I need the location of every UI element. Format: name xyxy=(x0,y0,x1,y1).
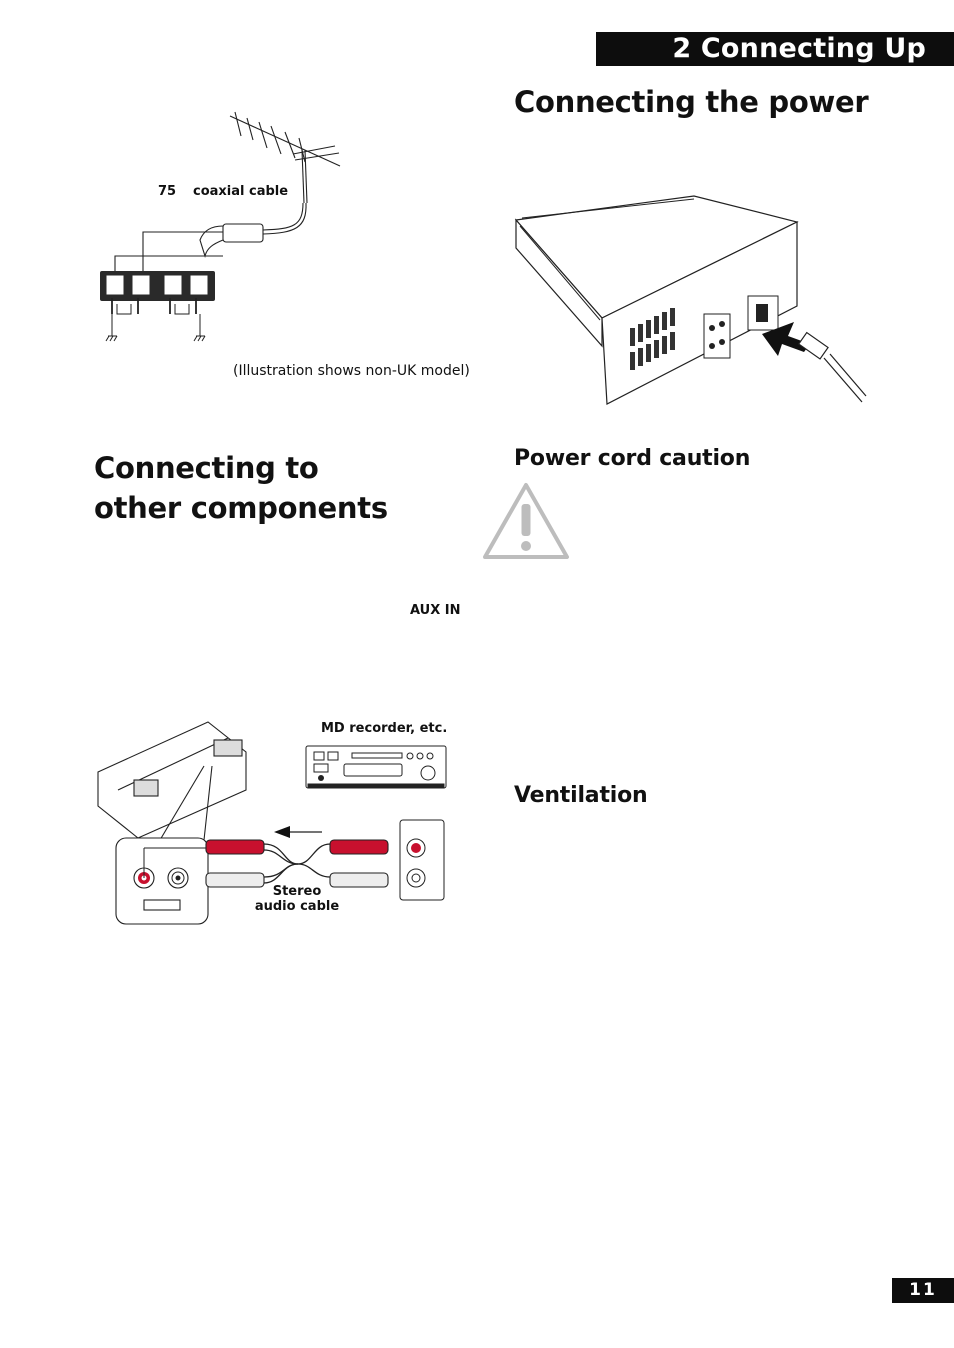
antenna-diagram xyxy=(100,111,341,342)
power-connection-diagram xyxy=(514,195,867,405)
impedance-label: 75 xyxy=(158,184,177,199)
stereo-cable-label-line2: audio cable xyxy=(254,899,340,914)
heading-connecting-power: Connecting the power xyxy=(514,85,869,119)
chapter-title-bar: 2 Connecting Up xyxy=(596,32,954,66)
heading-ventilation: Ventilation xyxy=(514,783,648,808)
heading-connecting-components: Connecting to other components xyxy=(94,451,388,525)
coaxial-cable-label: coaxial cable xyxy=(193,184,289,199)
warning-triangle-icon xyxy=(483,483,569,559)
md-recorder-label: MD recorder, etc. xyxy=(321,721,448,736)
aux-connection-diagram xyxy=(97,721,447,925)
heading-power-cord-caution: Power cord caution xyxy=(514,446,751,471)
stereo-cable-label-line1: Stereo xyxy=(272,884,322,899)
page-number: 11 xyxy=(892,1278,954,1303)
aux-in-label: AUX IN xyxy=(410,603,461,618)
antenna-caption: (Illustration shows non-UK model) xyxy=(233,363,470,379)
